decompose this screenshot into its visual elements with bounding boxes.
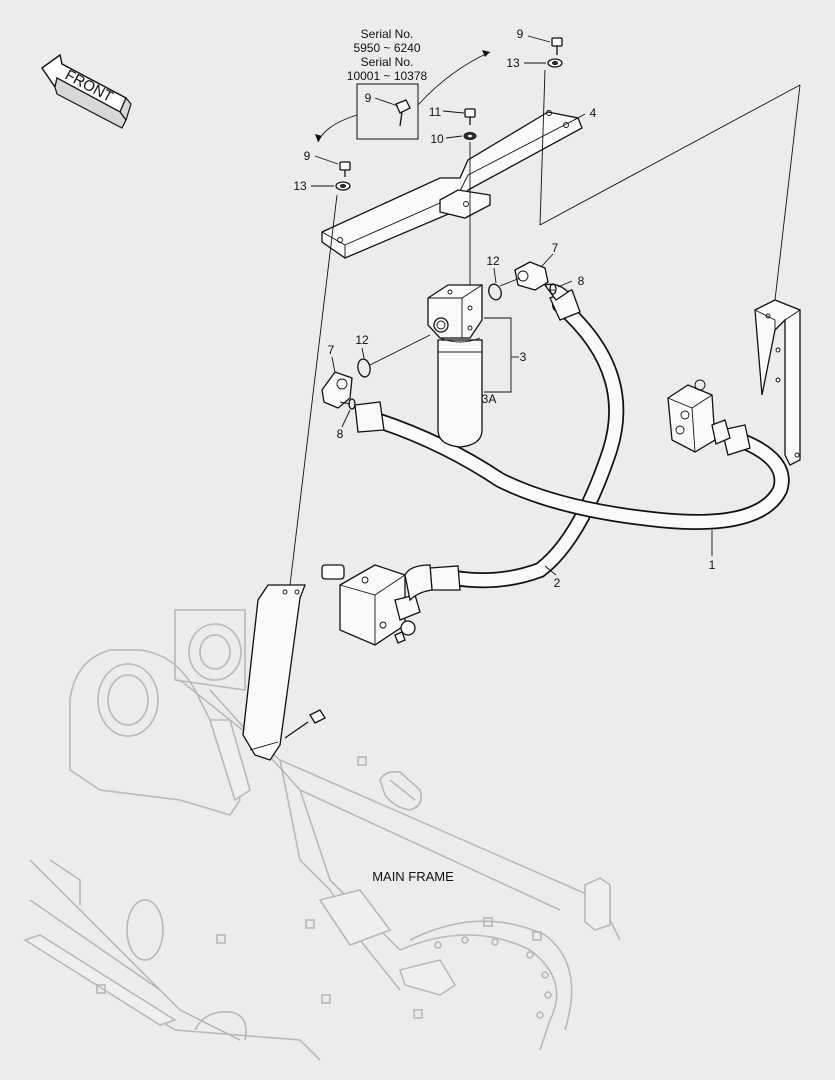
o-ring-right-8: [549, 283, 557, 295]
main-frame-label: MAIN FRAME: [372, 869, 454, 884]
serial-detail-box: [356, 83, 419, 140]
elbow-fitting-right: [514, 261, 549, 291]
mounting-bracket-lower: [242, 584, 306, 761]
washer-13-top: [547, 58, 563, 68]
right-bracket: [754, 299, 801, 466]
valve-block: [321, 564, 421, 646]
serial-line-4: 10001 ~ 10378: [347, 69, 428, 83]
callout-12-left: 12: [355, 333, 369, 347]
hydraulic-filter: [427, 284, 483, 448]
callout-9-top: 9: [517, 27, 524, 41]
main-frame: [23, 609, 621, 1061]
callout-9-left: 9: [304, 149, 311, 163]
washer-13-left: [335, 181, 351, 191]
callout-11: 11: [429, 105, 442, 119]
elbow-fitting-left: [321, 371, 353, 409]
serial-line-3: Serial No.: [361, 55, 414, 69]
front-direction-arrow: FRONT: [41, 53, 132, 129]
bolt-9-left: [339, 161, 351, 177]
callout-13-top: 13: [506, 56, 520, 70]
hose-1: [354, 401, 790, 530]
pump-unit: [667, 379, 731, 453]
o-ring-left-12: [357, 358, 371, 378]
callout-4: 4: [590, 106, 597, 120]
callout-13-left: 13: [293, 179, 307, 193]
callout-8-left: 8: [337, 427, 344, 441]
callout-10: 10: [430, 132, 444, 146]
callout-7-right: 7: [552, 241, 559, 255]
bolt-9-top: [551, 37, 563, 55]
callout-9-box: 9: [365, 91, 372, 105]
bolt-lower-bracket: [284, 709, 326, 739]
callout-numbers: 9 13 9 11 10 4 9 13 12 7 8 3 3A 12 7 8 1…: [293, 27, 715, 590]
callout-3a: 3A: [482, 392, 497, 406]
callout-3: 3: [520, 350, 527, 364]
serial-line-1: Serial No.: [361, 27, 414, 41]
bolt-11: [464, 108, 476, 125]
filter-bracket-top: [321, 110, 583, 259]
callout-leaders: [311, 35, 713, 576]
serial-number-note: Serial No. 5950 ~ 6240 Serial No. 10001 …: [315, 27, 491, 143]
bolt-9-box: [395, 99, 411, 127]
frame-bolt-marks: [96, 756, 542, 1019]
callout-2: 2: [554, 576, 561, 590]
o-ring-right-12: [488, 283, 502, 301]
callout-8-right: 8: [578, 274, 585, 288]
callout-1: 1: [709, 558, 716, 572]
washer-10: [463, 132, 477, 140]
assembly-lines: [249, 69, 801, 751]
callout-7-left: 7: [328, 343, 335, 357]
callout-12-right: 12: [486, 254, 500, 268]
serial-line-2: 5950 ~ 6240: [353, 41, 420, 55]
